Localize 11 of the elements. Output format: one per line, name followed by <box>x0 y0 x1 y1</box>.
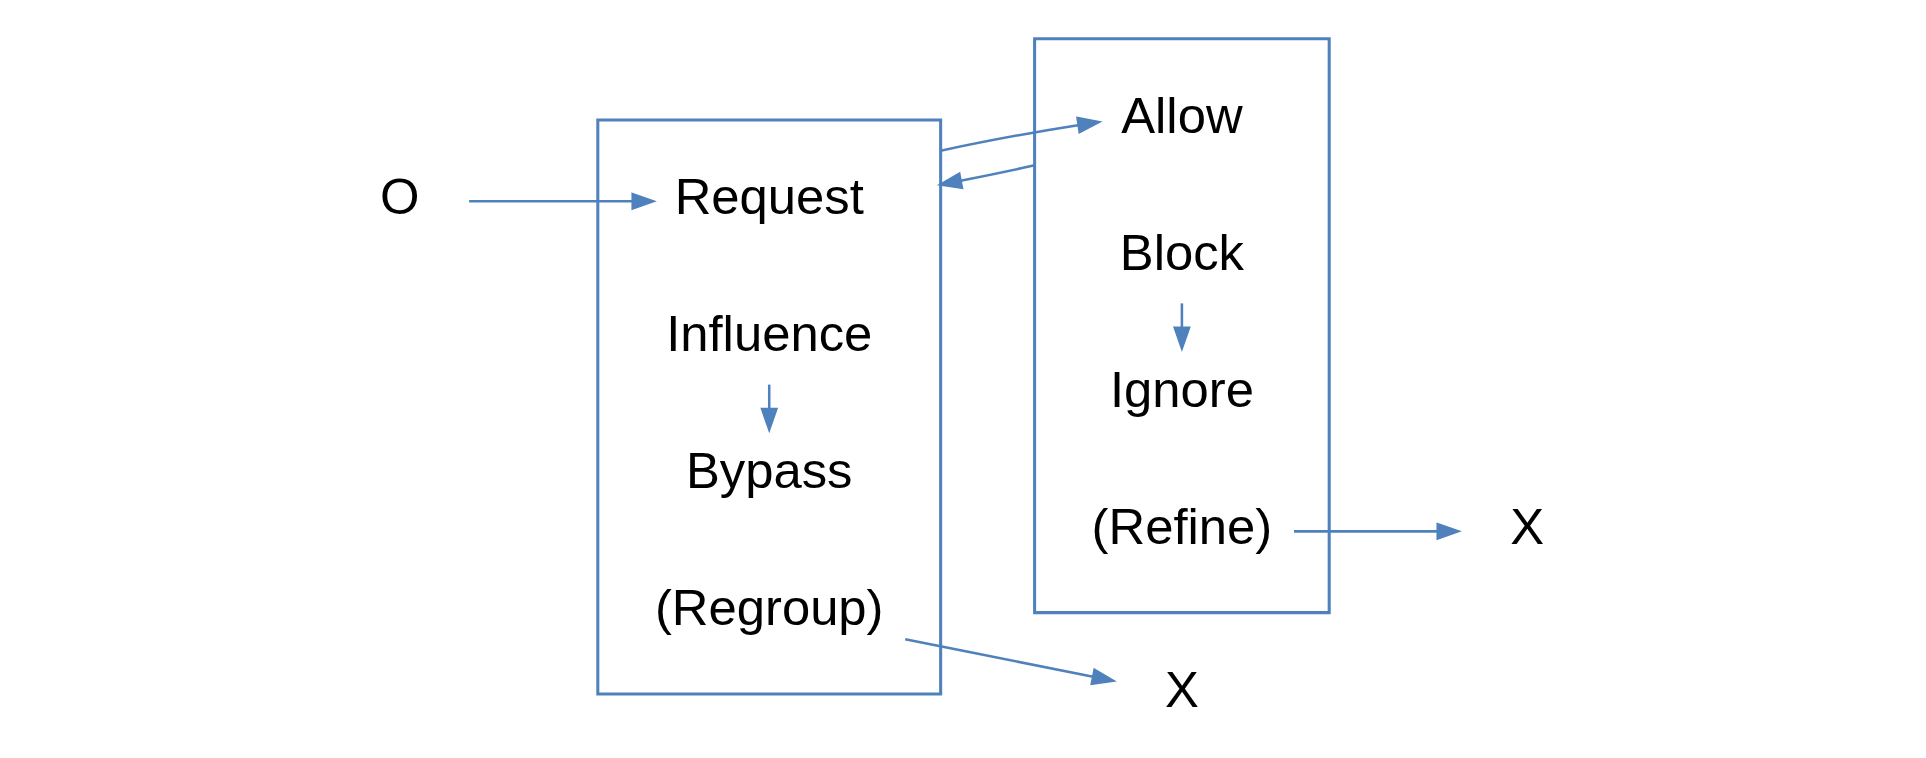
node-text: Block <box>1119 223 1244 281</box>
node-text: Request <box>674 167 864 225</box>
node-text: X <box>1164 660 1199 718</box>
node-text: X <box>1509 498 1544 556</box>
node-text: Bypass <box>685 442 852 500</box>
node-text: Allow <box>1120 86 1243 144</box>
node-text: Ignore <box>1109 360 1254 418</box>
node-text: (Regroup) <box>654 579 884 637</box>
node-text: (Refine) <box>1091 498 1272 556</box>
node-text: O <box>379 167 419 225</box>
node-text: Influence <box>665 305 872 363</box>
